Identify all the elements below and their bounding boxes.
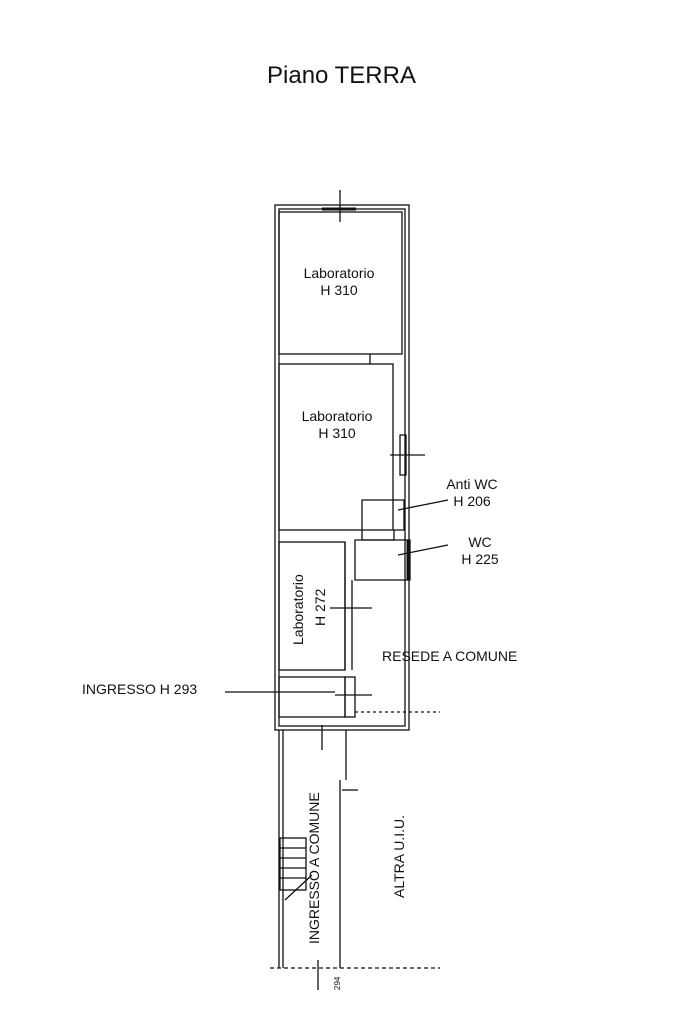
outer-wall <box>274 204 410 731</box>
ingresso-door <box>344 676 356 718</box>
room-1-label: Laboratorio H 310 <box>294 265 384 299</box>
room-laboratorio-2 <box>278 363 394 531</box>
altra-uiu-label: ALTRA U.I.U. <box>391 815 407 898</box>
room-3-height: H 272 <box>312 588 328 626</box>
ingresso-comune-label: INGRESSO A COMUNE <box>306 792 322 944</box>
room-anti-wc <box>361 499 405 541</box>
stairs <box>279 837 313 901</box>
room-2-name: Laboratorio <box>301 408 373 424</box>
room-laboratorio-1 <box>278 211 403 355</box>
plan-title: Piano TERRA <box>267 62 416 89</box>
room-3-name: Laboratorio <box>290 574 306 645</box>
room-1-height: H 310 <box>320 282 358 298</box>
room-2-height: H 310 <box>318 425 356 441</box>
corridor-wall <box>344 542 353 670</box>
room-1-name: Laboratorio <box>303 265 375 281</box>
leader-anti-wc <box>397 499 449 511</box>
room-2-label: Laboratorio H 310 <box>292 408 382 442</box>
anti-wc-label: Anti WC H 206 <box>440 476 504 510</box>
dimension-label: 294 <box>333 976 342 990</box>
anti-wc-height: H 206 <box>453 493 491 509</box>
common-corridor <box>278 730 347 968</box>
room-ingresso <box>278 676 346 718</box>
room-wc <box>354 539 411 581</box>
resede-label: RESEDE A COMUNE <box>382 648 518 664</box>
leader-wc <box>397 544 449 556</box>
ingresso-label: INGRESSO H 293 <box>82 681 198 697</box>
wc-height: H 225 <box>461 551 499 567</box>
wc-name: WC <box>468 534 492 550</box>
wc-label: WC H 225 <box>448 534 512 568</box>
anti-wc-name: Anti WC <box>446 476 498 492</box>
